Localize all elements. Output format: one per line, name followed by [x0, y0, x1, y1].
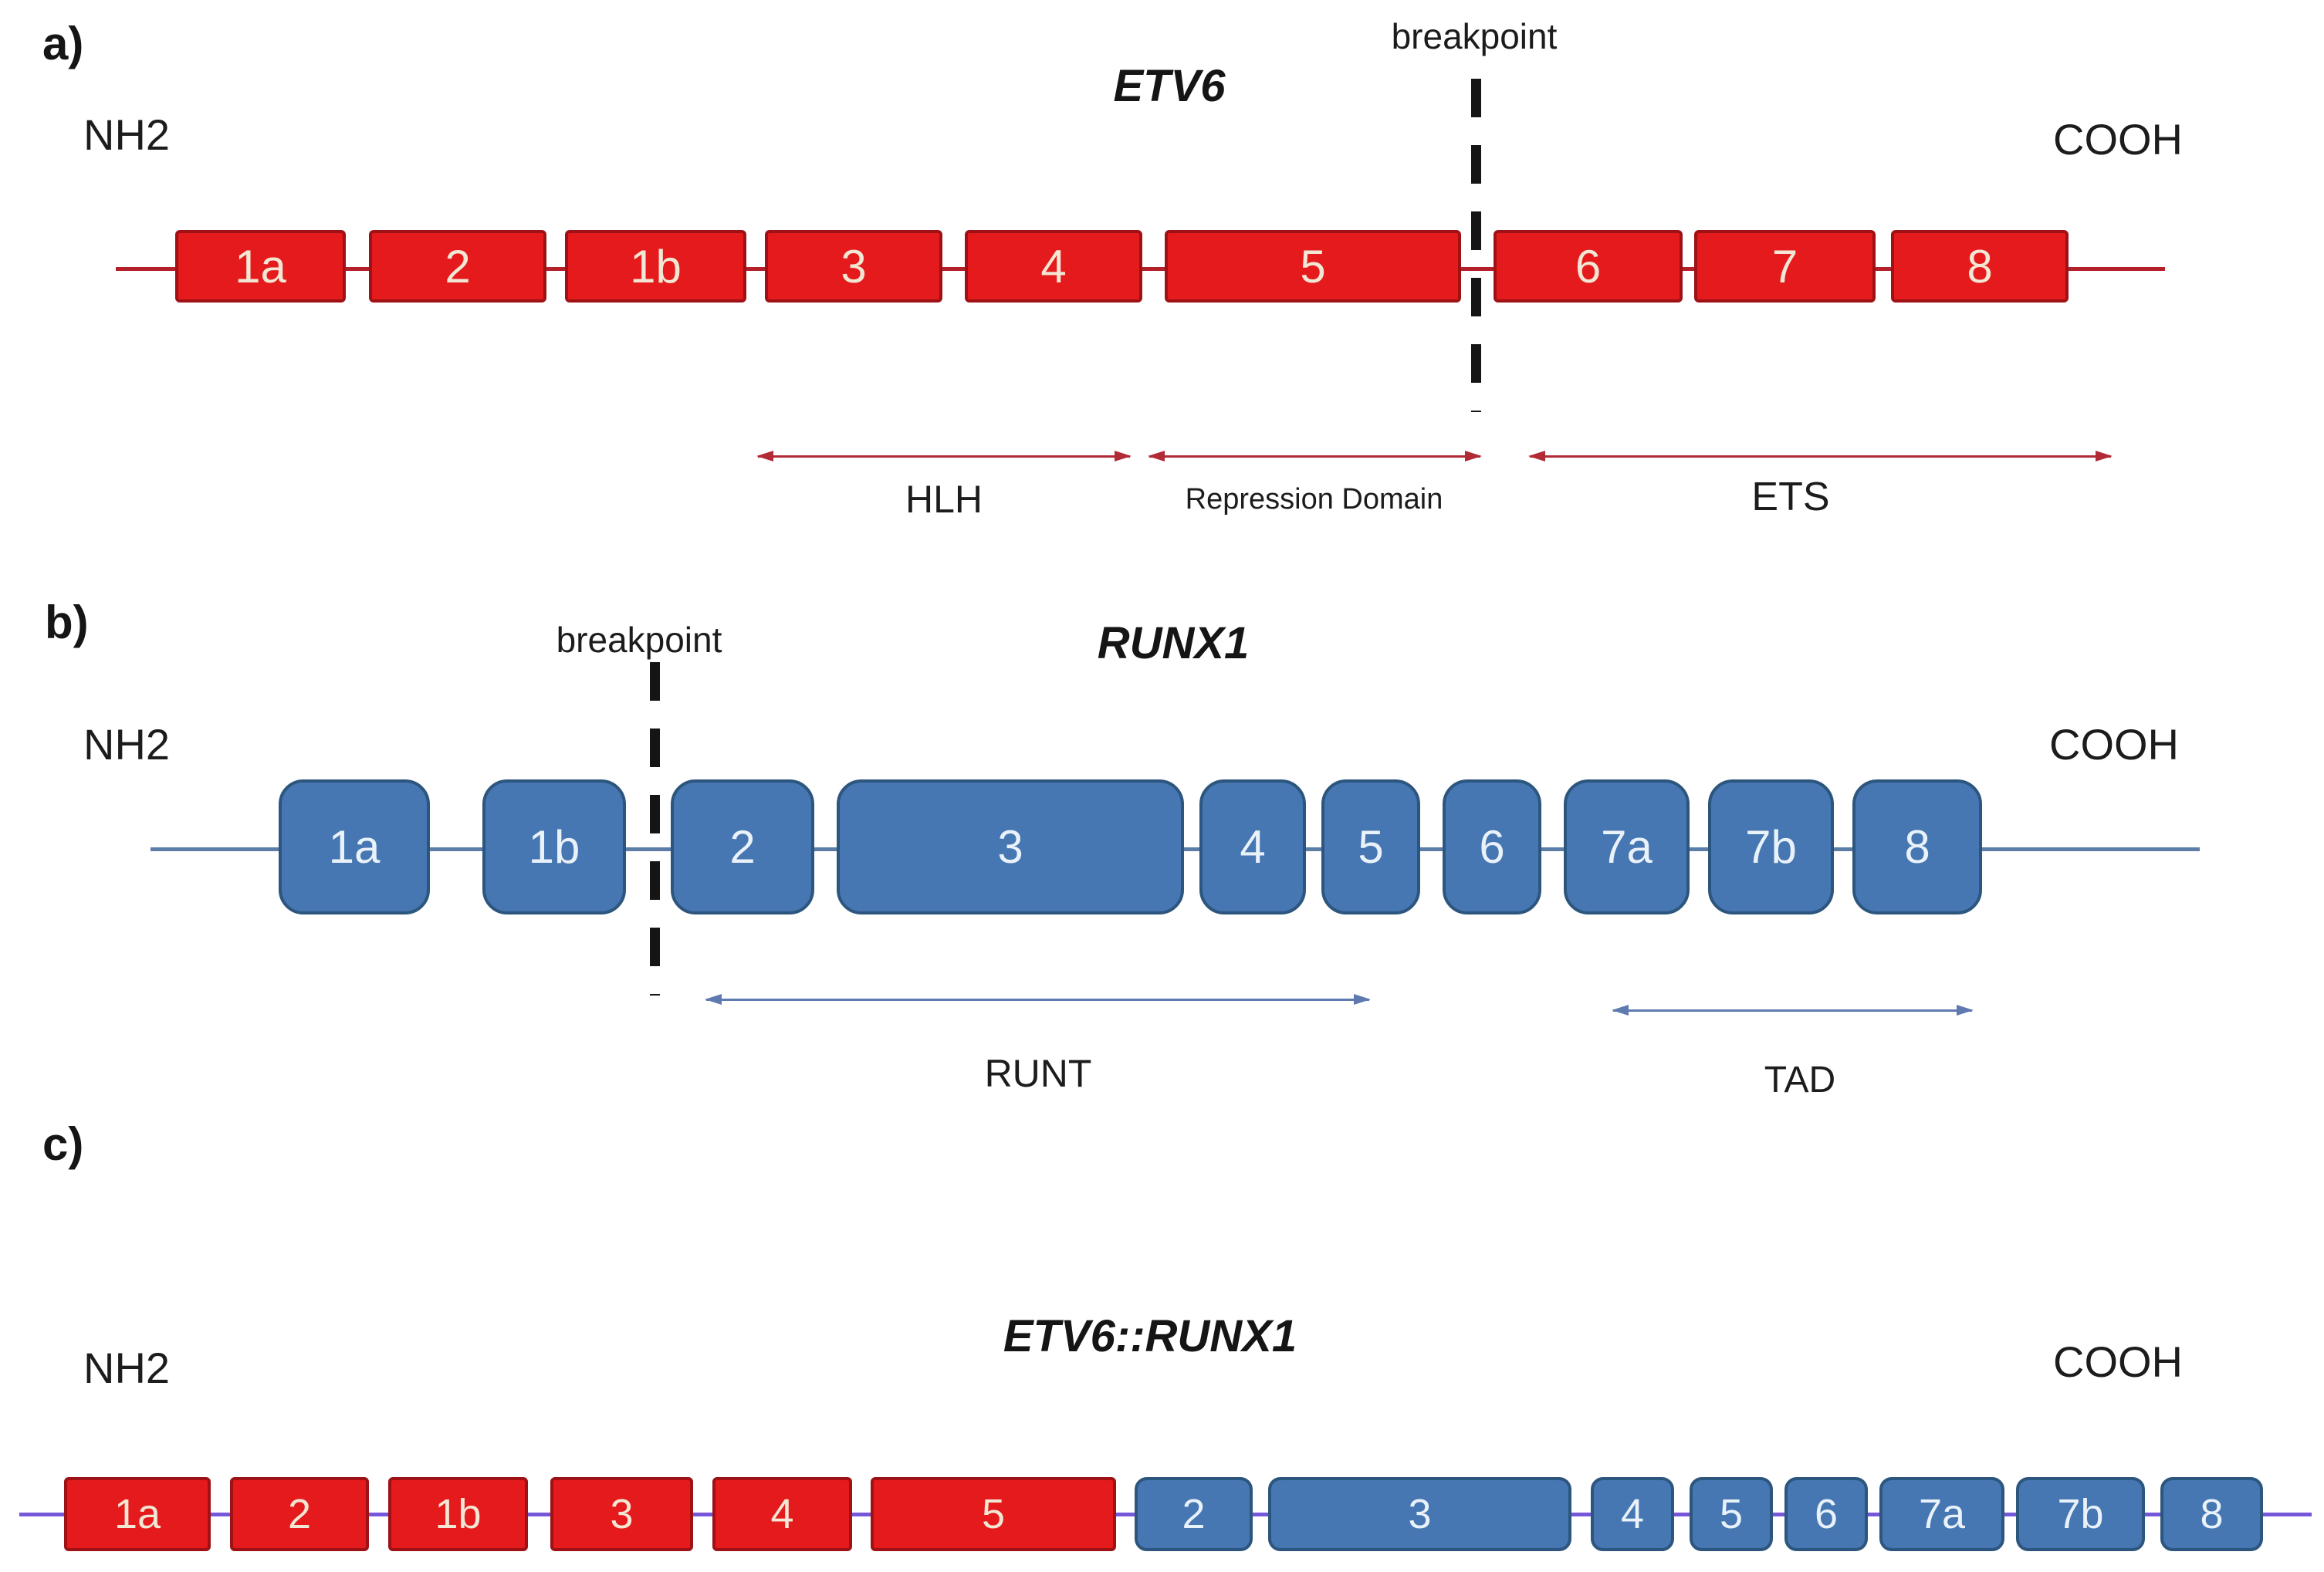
- etv6-exon-8: 8: [1891, 230, 2069, 303]
- fusion-runx1-exon-4: 4: [1591, 1477, 1674, 1551]
- runx1-exon-2: 2: [671, 779, 814, 914]
- repression-domain-label: Repression Domain: [1185, 483, 1443, 516]
- fusion-runx1-exon-3: 3: [1268, 1477, 1571, 1551]
- panel-a-breakpoint-label: breakpoint: [1391, 16, 1558, 56]
- etv6-exon-3: 3: [765, 230, 942, 303]
- etv6-exon-1a: 1a: [175, 230, 346, 303]
- runt-domain-label: RUNT: [984, 1052, 1092, 1095]
- fusion-etv6-exon-3: 3: [550, 1477, 693, 1551]
- tad-domain-range-arrow: [1612, 1005, 1974, 1016]
- fusion-runx1-exon-7b: 7b: [2016, 1477, 2145, 1551]
- runx1-exon-8: 8: [1852, 779, 1982, 914]
- panel-a-nh2-label: NH2: [83, 110, 171, 159]
- hlh-domain-range-arrow: [756, 451, 1132, 461]
- fusion-etv6-exon-2: 2: [230, 1477, 369, 1551]
- fusion-etv6-exon-1b: 1b: [388, 1477, 528, 1551]
- repression-domain-range-arrow: [1148, 451, 1482, 461]
- etv6-exon-6: 6: [1494, 230, 1683, 303]
- panel-c-nh2-label: NH2: [83, 1344, 171, 1392]
- fusion-runx1-exon-8: 8: [2160, 1477, 2263, 1551]
- etv6-exon-7: 7: [1694, 230, 1876, 303]
- fusion-runx1-exon-2: 2: [1135, 1477, 1253, 1551]
- fusion-etv6-exon-1a: 1a: [64, 1477, 211, 1551]
- panel-a-label: a): [42, 18, 84, 69]
- runx1-exon-4: 4: [1199, 779, 1306, 914]
- runx1-exon-6: 6: [1443, 779, 1541, 914]
- runx1-exon-3: 3: [837, 779, 1184, 914]
- etv6-exon-4: 4: [965, 230, 1142, 303]
- etv6-exon-1b: 1b: [565, 230, 746, 303]
- tad-domain-label: TAD: [1764, 1060, 1836, 1100]
- runx1-exon-1a: 1a: [279, 779, 430, 914]
- panel-b-breakpoint-label: breakpoint: [556, 620, 722, 660]
- panel-c-gene-title: ETV6::RUNX1: [1003, 1311, 1297, 1361]
- runt-domain-range-arrow: [705, 994, 1371, 1005]
- hlh-domain-label: HLH: [905, 478, 983, 521]
- fusion-runx1-exon-5: 5: [1690, 1477, 1773, 1551]
- panel-a-breakpoint-dashed-line: [1471, 79, 1481, 412]
- fusion-runx1-exon-6: 6: [1784, 1477, 1868, 1551]
- runx1-exon-7b: 7b: [1708, 779, 1834, 914]
- runx1-exon-1b: 1b: [482, 779, 626, 914]
- panel-c-cooh-label: COOH: [2053, 1337, 2183, 1386]
- runx1-exon-5: 5: [1321, 779, 1420, 914]
- panel-b-breakpoint-dashed-line: [650, 662, 660, 996]
- panel-c-label: c): [42, 1118, 84, 1170]
- panel-b-label: b): [45, 597, 89, 648]
- panel-a-gene-title: ETV6: [1113, 61, 1226, 111]
- ets-domain-range-arrow: [1528, 451, 2113, 461]
- etv6-exon-5: 5: [1165, 230, 1461, 303]
- fusion-runx1-exon-7a: 7a: [1879, 1477, 2004, 1551]
- fusion-etv6-exon-4: 4: [712, 1477, 852, 1551]
- fusion-etv6-exon-5: 5: [871, 1477, 1116, 1551]
- panel-b-nh2-label: NH2: [83, 720, 171, 769]
- etv6-exon-2: 2: [369, 230, 546, 303]
- runx1-exon-7a: 7a: [1564, 779, 1690, 914]
- ets-domain-label: ETS: [1751, 475, 1830, 519]
- panel-b-gene-title: RUNX1: [1097, 618, 1250, 668]
- panel-a-cooh-label: COOH: [2053, 115, 2183, 164]
- panel-b-cooh-label: COOH: [2049, 720, 2179, 769]
